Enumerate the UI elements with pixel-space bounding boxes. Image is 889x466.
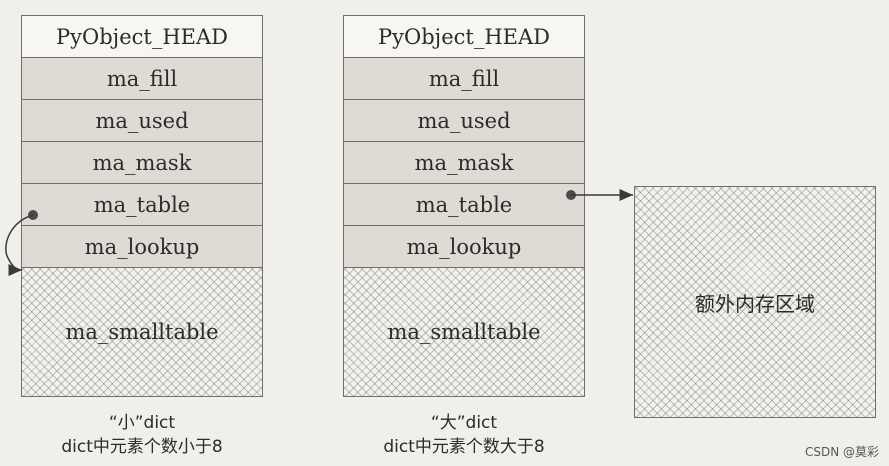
extra-memory-region: 额外内存区域 bbox=[634, 186, 876, 418]
watermark: CSDN @莫彩 bbox=[804, 445, 879, 459]
small-dict-field-ma-used: ma_used bbox=[22, 100, 262, 142]
large-dict-caption: “大”dict dict中元素个数大于8 bbox=[334, 411, 594, 459]
extra-memory-label: 额外内存区域 bbox=[695, 291, 815, 316]
large-dict-field-ma-table: ma_table bbox=[344, 184, 584, 226]
large-dict-field-ma-mask: ma_mask bbox=[344, 142, 584, 184]
large-dict-field-ma-lookup: ma_lookup bbox=[344, 226, 584, 268]
small-dict-caption: “小”dict dict中元素个数小于8 bbox=[12, 411, 272, 459]
large-dict-caption-desc: dict中元素个数大于8 bbox=[383, 437, 545, 457]
small-dict-caption-desc: dict中元素个数小于8 bbox=[61, 437, 223, 457]
large-dict-struct: PyObject_HEAD ma_fill ma_used ma_mask ma… bbox=[343, 15, 585, 397]
small-dict-field-pyobject-head: PyObject_HEAD bbox=[22, 16, 262, 58]
large-dict-caption-title: “大”dict bbox=[430, 413, 498, 433]
small-dict-field-ma-table: ma_table bbox=[22, 184, 262, 226]
small-dict-field-ma-fill: ma_fill bbox=[22, 58, 262, 100]
small-dict-field-ma-lookup: ma_lookup bbox=[22, 226, 262, 268]
large-dict-field-ma-used: ma_used bbox=[344, 100, 584, 142]
small-dict-struct: PyObject_HEAD ma_fill ma_used ma_mask ma… bbox=[21, 15, 263, 397]
small-dict-field-ma-smalltable: ma_smalltable bbox=[22, 268, 262, 396]
large-dict-field-pyobject-head: PyObject_HEAD bbox=[344, 16, 584, 58]
small-dict-caption-title: “小”dict bbox=[108, 413, 176, 433]
small-dict-field-ma-mask: ma_mask bbox=[22, 142, 262, 184]
large-dict-field-ma-fill: ma_fill bbox=[344, 58, 584, 100]
large-dict-field-ma-smalltable: ma_smalltable bbox=[344, 268, 584, 396]
small-dict-pointer-arrow bbox=[5, 214, 34, 276]
